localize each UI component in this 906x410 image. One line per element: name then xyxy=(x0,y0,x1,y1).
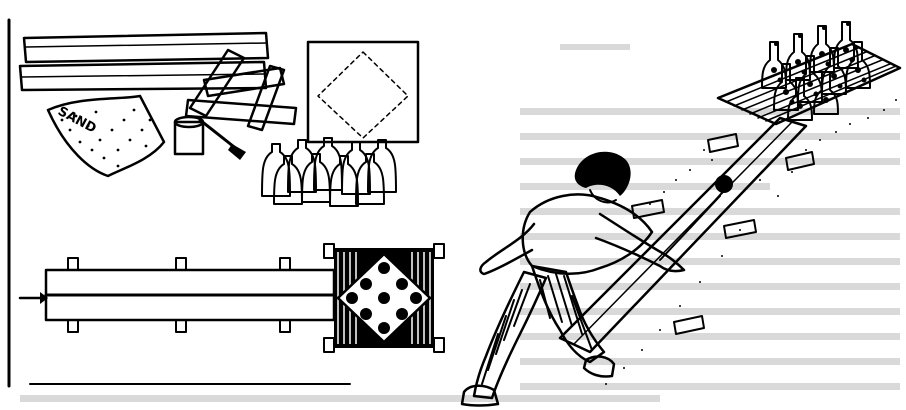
sand-bag: SAND xyxy=(48,96,164,176)
bleed-through-text xyxy=(20,44,900,402)
lane-perspective xyxy=(560,22,900,385)
plastic-bottles xyxy=(262,138,396,206)
paint-can xyxy=(175,117,246,160)
sand-bag-label: SAND xyxy=(55,104,99,137)
lane-top-view xyxy=(20,258,334,332)
pin-deck-top-view xyxy=(324,244,444,352)
pin-layout-board xyxy=(308,42,418,142)
